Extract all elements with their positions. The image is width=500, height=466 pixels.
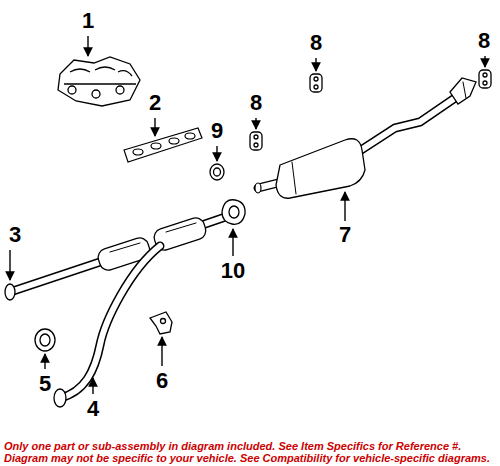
pipe-clamp [35,329,55,351]
leader-arrow-stroke [161,337,162,366]
callout-number: 6 [149,368,175,394]
rubber-hanger [250,70,491,150]
front-pipe-stroke [10,262,100,292]
exhaust-manifold-stroke [64,83,136,84]
leader-arrow-stroke [92,378,93,394]
muffler-assembly-stroke [463,82,466,98]
pipe-bracket [150,312,172,334]
muffler-assembly [255,78,476,198]
rubber-hanger-stroke [310,74,322,92]
muffler-assembly-stroke [450,78,476,104]
seal-ring [210,164,224,180]
manifold-gasket-stroke [185,133,195,139]
pipe-bracket-stroke [161,319,166,324]
leader-arrow-stroke [87,36,88,56]
callout-number: 8 [471,28,497,54]
rubber-hanger-stroke [254,143,258,147]
leader-arrow-stroke [344,192,345,221]
callout-number: 4 [80,396,106,422]
callout-number: 9 [204,118,230,144]
callout-number: 7 [332,222,358,248]
front-pipe-stroke [10,262,100,292]
manifold-gasket-stroke [169,138,179,144]
callout-number: 1 [75,8,101,34]
callout-number: 10 [220,258,246,284]
rubber-hanger-stroke [314,77,318,81]
leader-arrow-stroke [9,250,10,280]
rubber-hanger-stroke [479,70,491,88]
y-pipe-stroke [60,246,160,398]
y-pipe [54,246,160,407]
flange-gasket [222,200,245,225]
muffler-assembly-stroke [358,98,455,152]
disclaimer-caption: Only one part or sub-assembly in diagram… [4,440,496,464]
exhaust-manifold-stroke [92,90,100,98]
y-pipe-stroke [60,246,160,398]
rubber-hanger-stroke [314,85,318,89]
pipe-clamp-stroke [35,329,55,351]
muffler-assembly-stroke [276,139,365,198]
front-pipe-stroke-stroke [5,284,15,300]
muffler-assembly-stroke [358,98,455,152]
exhaust-manifold-stroke [58,57,140,106]
muffler-assembly-stroke [292,162,296,194]
leader-arrow-stroke [154,118,155,136]
leader-arrow-stroke [216,146,217,161]
exhaust-manifold-stroke [70,67,132,76]
seal-ring-stroke [210,164,224,180]
callout-number: 8 [243,90,269,116]
exhaust-manifold-stroke [116,86,124,94]
callout-number: 2 [142,90,168,116]
leader-arrow [10,36,485,394]
manifold-gasket [124,128,202,162]
seal-ring-stroke [214,168,221,176]
rubber-hanger-stroke [483,81,487,85]
rubber-hanger-stroke [483,73,487,77]
leader-arrow-stroke [232,229,233,256]
callout-number: 3 [2,222,28,248]
pipe-clamp-stroke [40,334,50,346]
exhaust-manifold-stroke [68,86,76,94]
leader-arrow-stroke [44,354,45,369]
leader-arrow-stroke [315,58,316,71]
leader-arrow-stroke [484,56,485,67]
y-pipe-stroke [54,389,66,407]
manifold-gasket-stroke [124,128,202,162]
callout-number: 5 [32,371,58,397]
exhaust-manifold [58,57,140,106]
muffler-assembly-stroke [255,183,261,193]
leader-arrow-stroke [255,118,256,129]
pipe-bracket-stroke [150,312,172,334]
rubber-hanger-stroke [250,132,262,150]
manifold-gasket-stroke [133,149,143,155]
flange-gasket-stroke [229,206,239,218]
callout-number: 8 [303,30,329,56]
rubber-hanger-stroke [254,135,258,139]
flange-gasket-stroke [222,200,245,225]
manifold-gasket-stroke [151,143,161,149]
